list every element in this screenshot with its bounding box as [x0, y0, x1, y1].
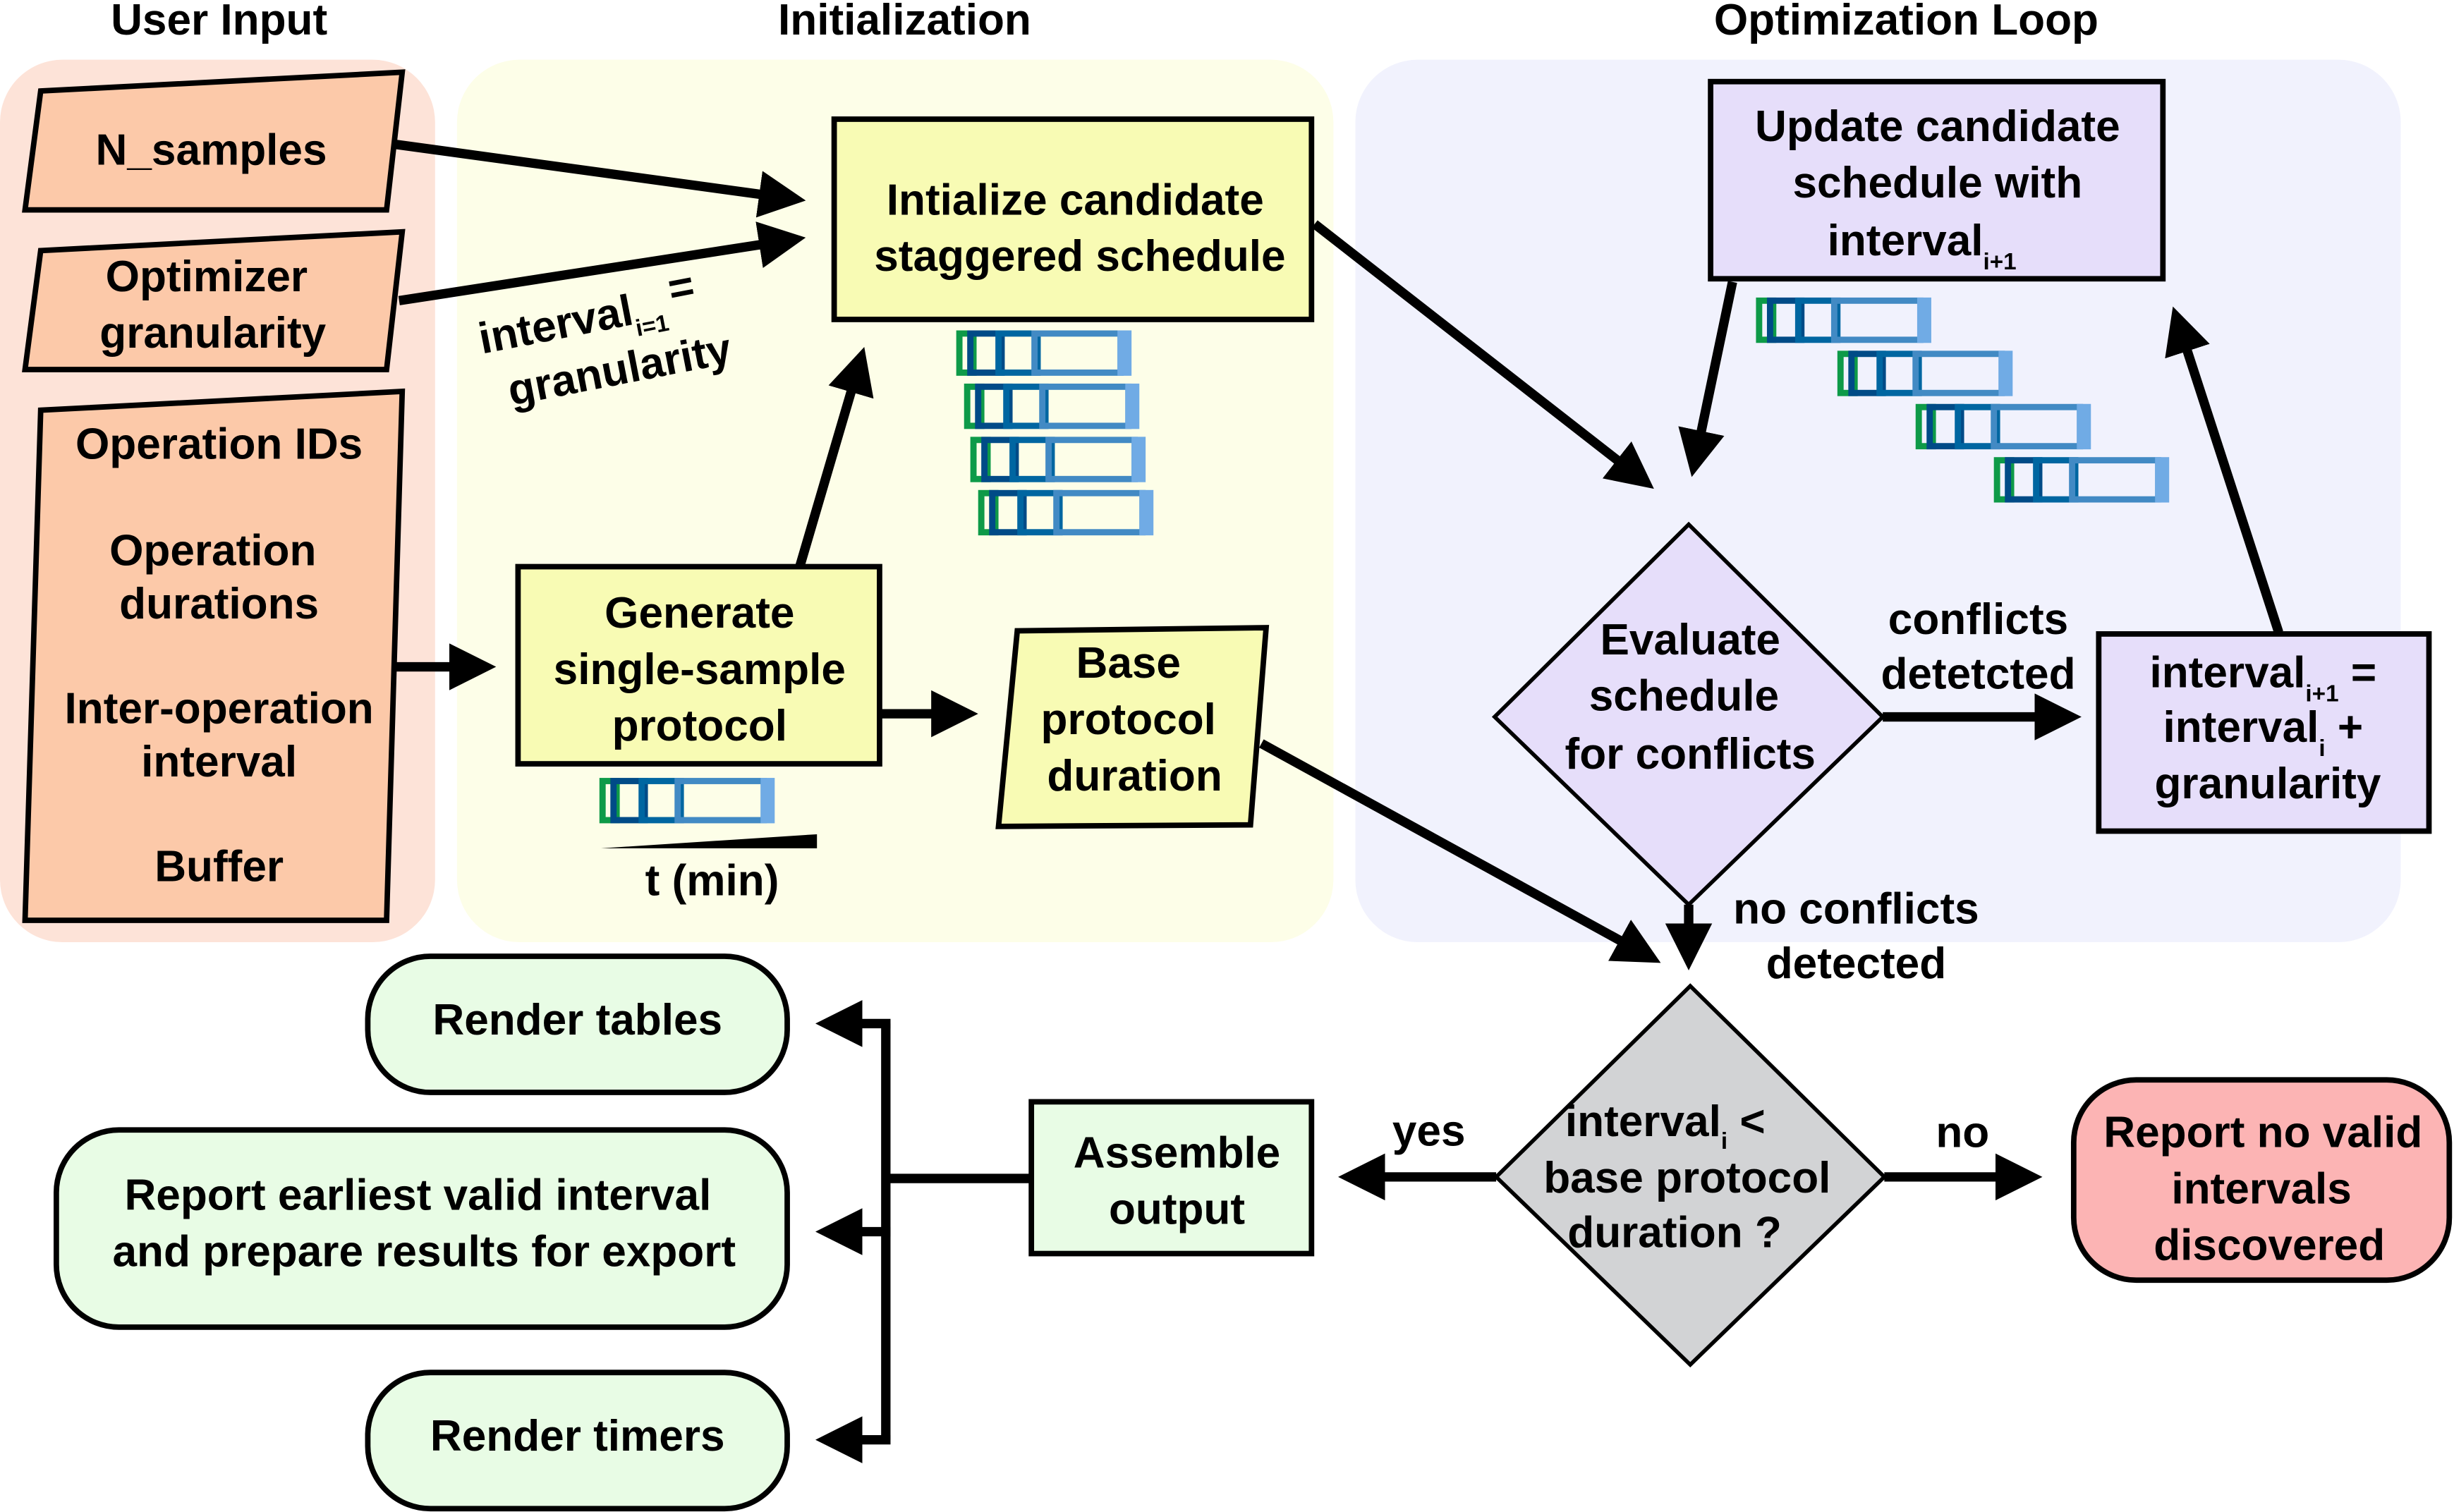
gantt-bar-updated [1993, 457, 2170, 503]
arrow-generate-to-candidate [795, 347, 874, 568]
input-buffer: Buffer [154, 843, 284, 891]
input-operation-durations: Operation [109, 526, 316, 575]
svg-text:Render timers: Render timers [430, 1412, 725, 1461]
svg-text:protocol: protocol [612, 702, 787, 750]
gantt-segment [1131, 437, 1146, 482]
svg-text:Base: Base [1076, 639, 1180, 688]
gantt-segment [2155, 457, 2170, 503]
svg-text:intervali+1: intervali+1 [1828, 217, 2017, 275]
svg-text:intervali+1 =: intervali+1 = [2149, 648, 2376, 707]
render-tables-box: Render tables [365, 953, 790, 1095]
svg-text:Render tables: Render tables [432, 996, 722, 1044]
gantt-segment [1917, 297, 1931, 343]
section-title-initialization: Initialization [778, 0, 1031, 44]
svg-text:Report earliest valid interval: Report earliest valid interval [124, 1171, 711, 1219]
svg-text:for conflicts: for conflicts [1565, 730, 1816, 779]
gantt-glyphs [599, 297, 2170, 824]
svg-text:duration: duration [1047, 752, 1222, 800]
gantt-segment [760, 778, 775, 824]
svg-text:durations: durations [119, 580, 319, 628]
svg-text:intervali +: intervali + [2163, 703, 2363, 762]
svg-text:single-sample: single-sample [554, 645, 846, 694]
assemble-output-box: Assemble output [1028, 1099, 1315, 1257]
svg-text:and prepare results for export: and prepare results for export [112, 1227, 736, 1276]
yes-label: yes [1392, 1106, 1466, 1155]
svg-text:staggered schedule: staggered schedule [874, 232, 1285, 281]
connectors [394, 139, 2283, 1463]
svg-text:granularity: granularity [2154, 760, 2381, 808]
input-n-samples: N_samples [22, 69, 406, 213]
svg-text:interval: interval [141, 738, 297, 786]
svg-text:discovered: discovered [2154, 1221, 2385, 1269]
arrow-increment-to-update [2165, 306, 2283, 634]
input-inter-operation-interval: Inter-operation [65, 684, 374, 733]
svg-text:intervali <: intervali < [1565, 1097, 1766, 1154]
no-valid-intervals-box: Report no valid intervals discovered [2070, 1077, 2453, 1284]
evaluate-conflicts-decision: Evaluate schedule for conflicts [1491, 521, 1886, 908]
arrow-granularity-to-candidate [398, 221, 806, 305]
gantt-bar-single-sample [599, 778, 775, 824]
svg-text:Optimizer: Optimizer [106, 252, 308, 301]
gantt-bar-updated [1915, 403, 2091, 450]
time-axis-wedge [601, 834, 818, 848]
arrow-candidate-to-evaluate [1311, 220, 1654, 489]
base-protocol-duration-box: Base protocol duration [995, 625, 1270, 829]
svg-text:schedule: schedule [1589, 672, 1779, 721]
gantt-segment [1139, 489, 1154, 536]
svg-text:N_samples: N_samples [96, 126, 327, 174]
svg-text:protocol: protocol [1041, 695, 1216, 744]
time-axis-label: t (min) [645, 856, 779, 905]
svg-text:base protocol: base protocol [1543, 1154, 1830, 1202]
svg-text:intervals: intervals [2171, 1165, 2351, 1214]
arrow-update-to-evaluate [1678, 281, 1737, 477]
gantt-bar-updated [1756, 297, 1931, 343]
svg-text:Generate: Generate [605, 589, 794, 638]
arrow-base-to-check [1259, 739, 1661, 963]
gantt-segment [1998, 350, 2013, 396]
svg-text:Evaluate: Evaluate [1600, 616, 1780, 664]
gantt-segment [2077, 403, 2091, 450]
conflicts-detected-label-2: detetcted [1881, 650, 2075, 699]
input-operation-parameters: Operation IDs Operation durations Inter-… [22, 388, 406, 923]
gantt-bar-initial [978, 489, 1154, 536]
gantt-bar-initial [970, 437, 1146, 482]
increment-interval-box: intervali+1 = intervali + granularity [2096, 631, 2432, 834]
arrow-nsamples-to-candidate [394, 139, 806, 218]
generate-single-sample-protocol-box: Generate single-sample protocol [515, 563, 882, 767]
no-conflicts-label: no conflicts [1733, 884, 1979, 933]
no-conflicts-label-2: detected [1766, 939, 1946, 988]
svg-text:Update candidate: Update candidate [1755, 102, 2120, 151]
section-title-user-input: User Input [111, 0, 327, 44]
svg-text:schedule with: schedule with [1792, 159, 2082, 207]
svg-text:Report no valid: Report no valid [2103, 1109, 2422, 1157]
initialize-candidate-schedule-box: Intialize candidate staggered schedule [831, 116, 1315, 322]
input-optimizer-granularity: Optimizer granularity [22, 228, 406, 372]
svg-text:Assemble: Assemble [1074, 1129, 1280, 1178]
svg-text:output: output [1109, 1185, 1245, 1233]
svg-text:duration ?: duration ? [1567, 1209, 1782, 1257]
gantt-segment [1117, 330, 1132, 376]
report-results-box: Report earliest valid interval and prepa… [53, 1127, 790, 1330]
gantt-bar-updated [1837, 350, 2013, 396]
interval-check-decision: intervali < base protocol duration ? [1493, 983, 1888, 1367]
svg-text:granularity: granularity [99, 309, 326, 358]
svg-text:Intialize candidate: Intialize candidate [887, 176, 1264, 224]
update-candidate-schedule-box: Update candidate schedule with intervali… [1708, 78, 2166, 282]
gantt-segment [1125, 383, 1140, 429]
gantt-bar-initial [964, 383, 1140, 429]
render-timers-box: Render timers [365, 1370, 790, 1512]
conflicts-detected-label: conflicts [1888, 595, 2068, 644]
section-title-optimization-loop: Optimization Loop [1714, 0, 2098, 44]
input-operation-ids: Operation IDs [75, 420, 363, 468]
no-label: no [1936, 1109, 1989, 1157]
gantt-bar-initial [956, 330, 1132, 376]
